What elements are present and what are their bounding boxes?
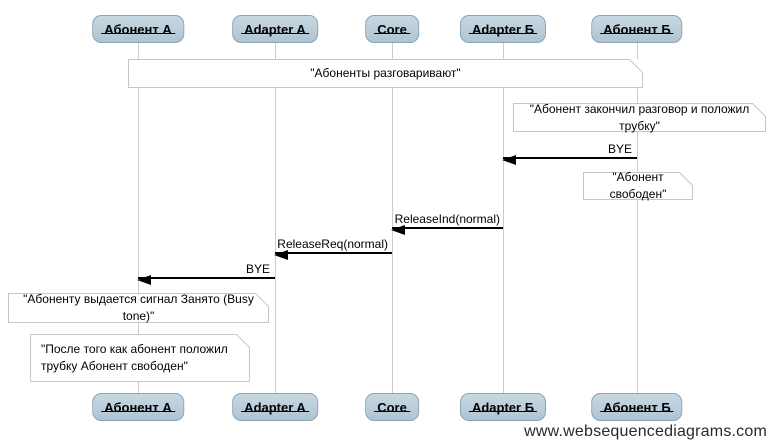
message-bye-a [137,275,275,285]
arrowhead-icon [274,250,288,260]
actor-adapter-a-top: Adapter A [232,15,318,43]
actor-abonent-b-top: Абонент Б [591,15,683,43]
message-label: BYE [607,142,632,156]
lifeline-abonent-a [138,43,139,393]
note-fold-icon [629,59,643,73]
actor-adapter-a-bottom: Adapter A [232,393,318,421]
actor-label: Абонент Б [600,21,675,37]
message-label: ReleaseReq(normal) [277,237,388,251]
actor-core-bottom: Core [365,393,419,421]
actor-label: Абонент Б [600,399,675,415]
actor-adapter-b-top: Adapter Б [459,15,547,43]
arrowhead-icon [137,275,151,285]
arrowhead-icon [391,225,405,235]
message-label: ReleaseInd(normal) [394,212,500,226]
note-text: "Абоненту выдается сигнал Занято (Busy t… [23,292,254,323]
note-text: "После того как абонент положил трубку А… [41,342,228,373]
note-busy-tone: "Абоненту выдается сигнал Занято (Busy t… [8,292,269,323]
actor-abonent-a-top: Абонент А [92,15,184,43]
actor-label: Абонент А [101,21,175,37]
note-text: "Абонент свободен" [609,170,667,201]
actor-abonent-b-bottom: Абонент Б [591,393,683,421]
lifeline-abonent-b [637,43,638,393]
note-fold-icon [255,293,269,307]
actor-label: Adapter Б [468,399,538,415]
note-text: "Абоненты разговаривают" [310,66,461,81]
actor-label: Core [374,21,410,37]
actor-label: Adapter A [241,399,309,415]
actor-core-top: Core [365,15,419,43]
arrowhead-icon [502,155,516,165]
note-conversation: "Абоненты разговаривают" [128,59,643,88]
actor-label: Adapter A [241,21,309,37]
lifeline-adapter-a [275,43,276,393]
message-release-ind [391,225,503,235]
actor-label: Абонент А [101,399,175,415]
lifeline-core [392,43,393,393]
note-fold-icon [236,334,250,348]
lifeline-adapter-b [503,43,504,393]
message-release-req [274,250,392,260]
note-fold-icon [752,103,766,117]
note-text: "Абонент закончил разговор и положил тру… [529,101,750,133]
actor-label: Adapter Б [468,21,538,37]
actor-abonent-a-bottom: Абонент А [92,393,184,421]
note-free-b: "Абонент свободен" [583,170,693,201]
watermark-text: www.websequencediagrams.com [524,423,767,440]
message-bye-b [502,155,637,165]
note-hangup: "Абонент закончил разговор и положил тру… [513,101,766,133]
note-fold-icon [679,172,693,186]
message-label: BYE [245,262,270,276]
actor-label: Core [374,399,410,415]
actor-adapter-b-bottom: Adapter Б [459,393,547,421]
note-free-after-hangup: "После того как абонент положил трубку А… [30,334,250,382]
